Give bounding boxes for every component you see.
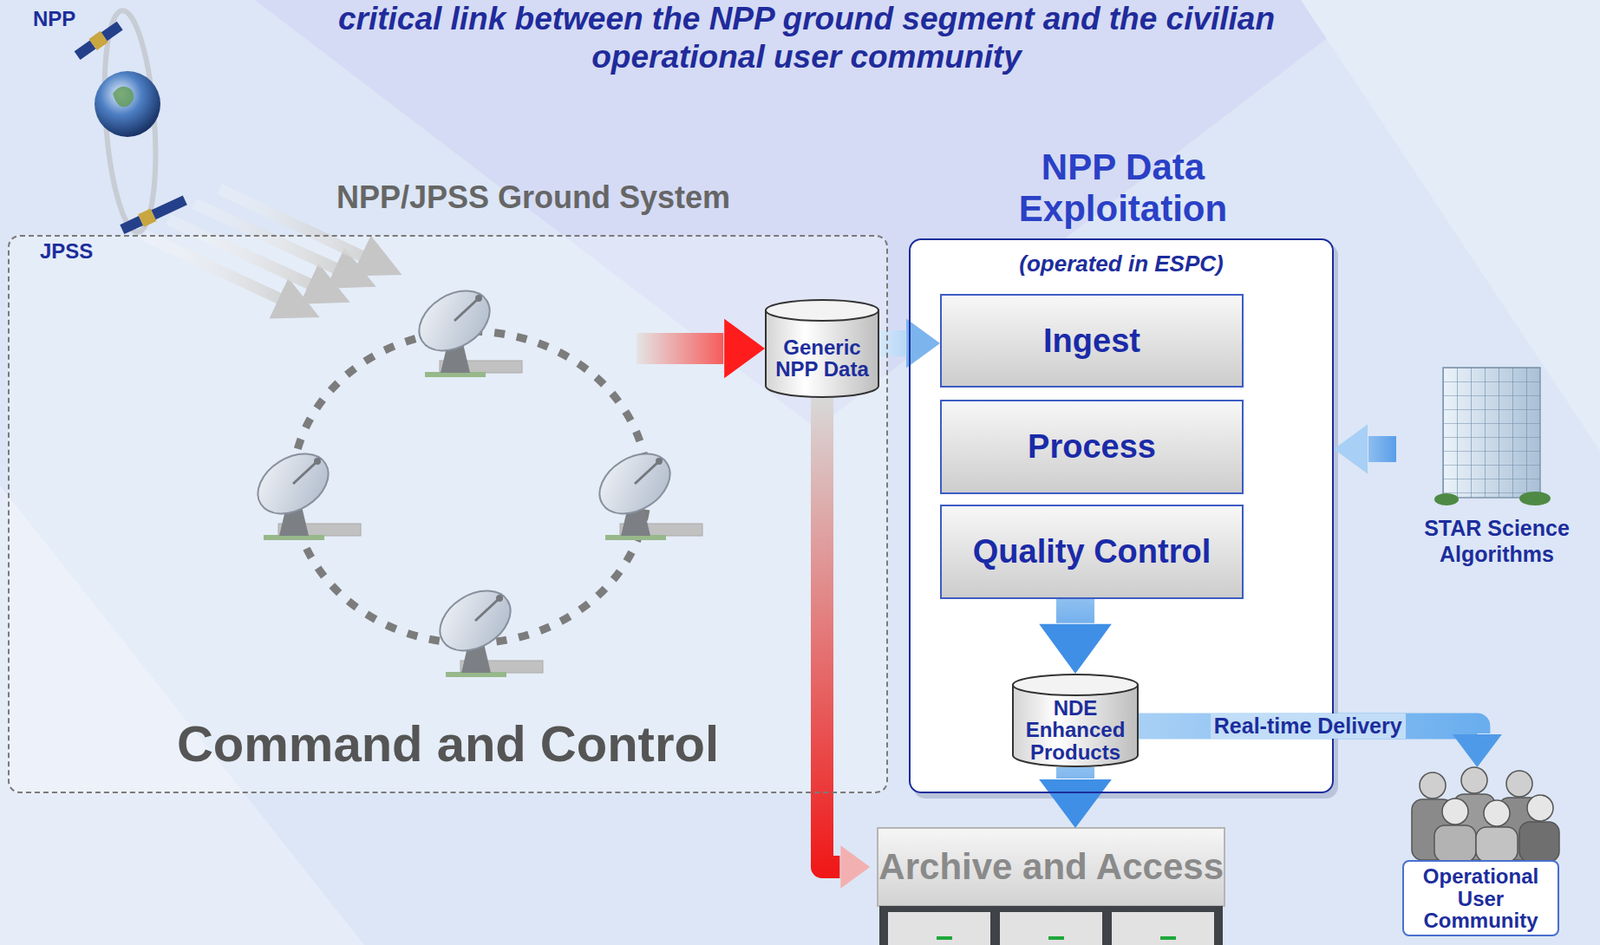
person-head (1461, 767, 1488, 794)
solar-panel (119, 215, 144, 235)
npp-satellite (72, 19, 124, 62)
ground-system-region: NPP/JPSS Ground SystemCommand and Contro… (7, 235, 889, 794)
arrow-head (906, 319, 941, 369)
node-label: Archive and Access (878, 846, 1224, 889)
globe (94, 71, 161, 138)
box-fill (908, 238, 1334, 794)
globe-land (112, 86, 134, 108)
user-group: Operational User Community (1391, 767, 1570, 939)
data-cylinder: Generic NPP Data (764, 299, 880, 399)
arrow-head (1452, 734, 1503, 768)
connector-arrow (1038, 599, 1112, 674)
drive-bay (999, 912, 1103, 945)
cylinder-body (1012, 685, 1138, 767)
cylinder-top (765, 300, 879, 321)
drive-bay (888, 912, 991, 945)
edge-label: Real-time Delivery (1210, 713, 1406, 739)
exploitation-box: NPP Data Exploitation(operated in ESPC)I… (908, 238, 1334, 794)
arrow-head (1333, 424, 1368, 475)
building-windows (1443, 367, 1541, 498)
region-title: Command and Control (9, 714, 887, 773)
process-box: Process (940, 399, 1244, 495)
status-led (936, 936, 953, 941)
person-head (1419, 772, 1446, 799)
arrow-head (724, 319, 765, 379)
solar-panel (101, 21, 124, 41)
node-label: STAR Science Algorithms (1396, 515, 1598, 573)
connector-line (1368, 436, 1397, 463)
person-head (1442, 798, 1469, 825)
connector-line (822, 398, 840, 868)
star-building: STAR Science Algorithms (1396, 364, 1598, 573)
satellite-label: NPP (32, 6, 76, 32)
star-building (1434, 367, 1551, 506)
arrow-head (1038, 624, 1112, 674)
box-subtitle: (operated in ESPC) (910, 250, 1333, 278)
box-heading: NPP Data Exploitation (958, 146, 1288, 231)
node-label: Process (1020, 428, 1163, 466)
person-body (1434, 825, 1476, 863)
person-body (1475, 827, 1518, 863)
connector-line (636, 333, 724, 365)
drive-bay (1111, 912, 1215, 945)
arrow-head (1038, 779, 1112, 829)
node-label: Operational User Community (1402, 860, 1560, 937)
server-top (877, 828, 1225, 907)
cylinder-body (765, 310, 879, 398)
connector-arrow (636, 319, 765, 379)
node-label: Ingest (1036, 322, 1148, 360)
person-head (1527, 795, 1554, 822)
process-box: Quality Control (940, 504, 1244, 600)
solar-panel (151, 195, 188, 220)
cylinder-top (1012, 674, 1138, 696)
person-head (1483, 800, 1510, 827)
shrub (1434, 493, 1459, 506)
data-cylinder: NDE Enhanced Products (1012, 673, 1139, 768)
person-body (1519, 822, 1560, 863)
diagram-title: critical link between the NPP ground seg… (286, 0, 1327, 78)
node-label: Generic NPP Data (773, 336, 871, 380)
connector-line (1056, 599, 1095, 624)
arrow-head (840, 845, 870, 889)
connector-arrow (822, 398, 870, 889)
person-head (1506, 770, 1533, 797)
satellite-label: JPSS (39, 239, 93, 264)
archive-box: Archive and Access (869, 828, 1233, 907)
connector-line (1056, 767, 1095, 779)
status-led (1048, 936, 1065, 941)
server-front (879, 906, 1223, 945)
node-label: Quality Control (966, 533, 1218, 571)
people-icon (1411, 767, 1560, 863)
connector-arrow (1038, 767, 1112, 829)
node-label: NDE Enhanced Products (1018, 697, 1133, 764)
connector-arrow (1333, 424, 1397, 475)
box-fill (7, 235, 889, 794)
connector-line (879, 330, 906, 357)
status-led (1160, 936, 1176, 941)
process-box: Ingest (940, 293, 1244, 388)
building-facade (1443, 367, 1541, 498)
shrub (1519, 491, 1551, 506)
archive-server (877, 828, 1225, 945)
region-heading: NPP/JPSS Ground System (336, 179, 731, 216)
